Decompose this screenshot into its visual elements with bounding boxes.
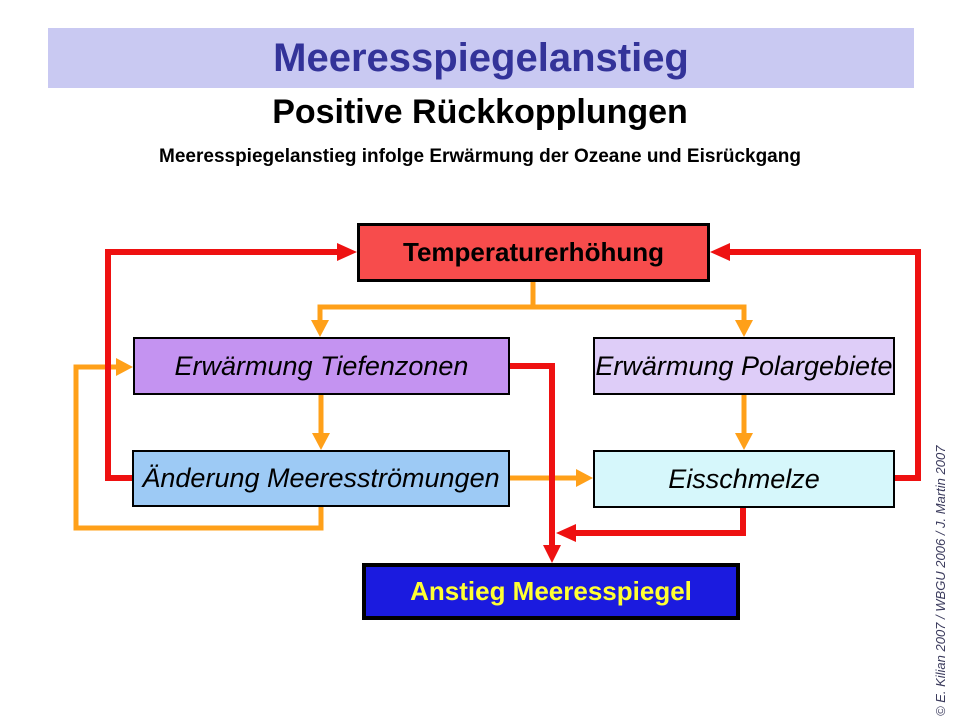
arrow-stroemungen-to-temp	[105, 249, 348, 481]
arrowhead-to-temp-left	[337, 243, 357, 261]
credit-text: © E. Kilian 2007 / WBGU 2006 / J. Martin…	[933, 445, 948, 716]
node-eisschmelze: Eisschmelze	[593, 450, 895, 508]
arrow-eisschmelze-to-anstieg	[566, 508, 746, 536]
arrow-tiefenzonen-to-anstieg	[510, 363, 555, 554]
arrowhead-to-eisschmelze-left	[576, 469, 593, 487]
orange-arrows	[73, 282, 753, 531]
arrowhead-to-tiefenzonen-left	[116, 358, 133, 376]
arrow-temp-split-bar	[317, 304, 747, 326]
title-banner: Meeresspiegelanstieg	[48, 28, 914, 88]
arrowhead-to-anstieg-top	[543, 545, 561, 563]
arrowhead-to-eisschmelze-top	[735, 433, 753, 450]
node-erwaermung-polargebiete: Erwärmung Polargebiete	[593, 337, 895, 395]
arrowhead-to-tiefenzonen-top	[311, 320, 329, 337]
arrow-stroemungen-feedback-loop	[73, 364, 324, 531]
node-erwaermung-tiefenzonen: Erwärmung Tiefenzonen	[133, 337, 510, 395]
arrowhead-to-polargebiete-top	[735, 320, 753, 337]
arrow-eisschmelze-to-temp	[719, 249, 921, 481]
node-aenderung-meeresstroemungen: Änderung Meeresströmungen	[132, 450, 510, 507]
arrowhead-to-stroemungen-top	[312, 433, 330, 450]
node-anstieg-meeresspiegel: Anstieg Meeresspiegel	[362, 563, 740, 620]
subtitle: Positive Rückkopplungen	[272, 93, 688, 131]
page-title: Meeresspiegelanstieg	[273, 35, 689, 80]
arrowhead-to-anstieg-junction	[556, 524, 576, 542]
node-temperaturerhoehung: Temperaturerhöhung	[357, 223, 710, 282]
description-line: Meeresspiegelanstieg infolge Erwärmung d…	[159, 146, 801, 167]
arrowhead-to-temp-right	[710, 243, 730, 261]
red-arrows	[105, 243, 921, 563]
